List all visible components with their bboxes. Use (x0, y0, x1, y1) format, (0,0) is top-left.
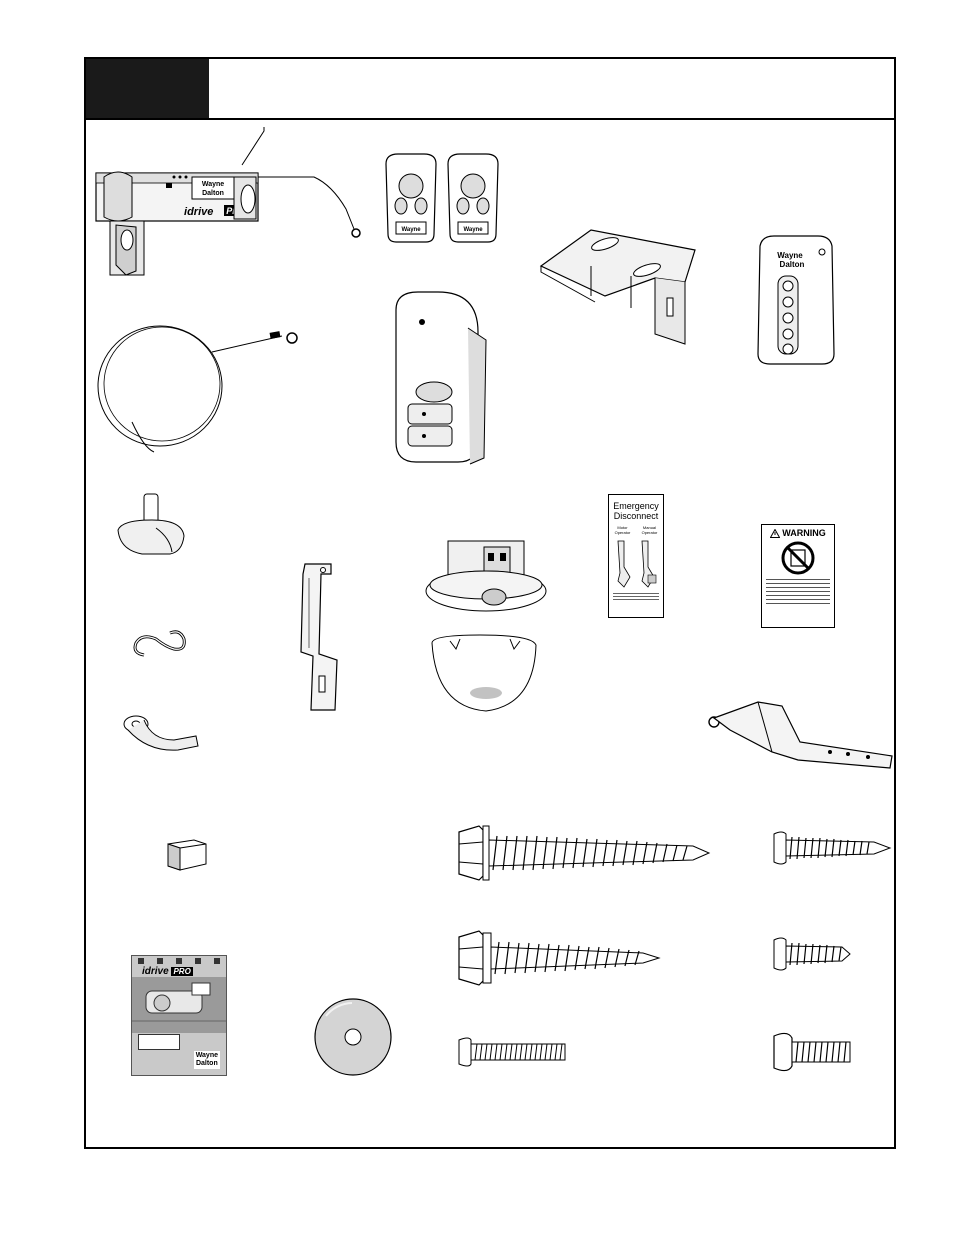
emergency-col2-line2: Operator (642, 530, 658, 535)
pan-machine-screw-illustration (770, 1030, 854, 1074)
manual-logo-line1: Wayne (196, 1052, 218, 1060)
operator-product-drive: drive (187, 206, 213, 218)
manual-cover-image (132, 977, 226, 1033)
warning-triangle-icon (770, 529, 780, 538)
cable-coil-illustration (92, 312, 312, 462)
operator-logo-line1: Wayne (202, 181, 224, 188)
header-black-block (86, 59, 209, 118)
svg-text:idrive: idrive (184, 206, 213, 218)
door-bracket-illustration (702, 690, 898, 780)
rail-bracket-illustration (285, 560, 355, 720)
manual-booklet: idrive PRO Wayne Dalton (131, 955, 227, 1076)
manual-product-drive: drive (145, 966, 169, 977)
wall-console-illustration (390, 288, 490, 466)
emergency-title-line2: Disconnect (609, 511, 663, 521)
foam-block-illustration (162, 832, 212, 876)
pan-screw-long-illustration (770, 826, 894, 870)
keypad-logo-line1: Wayne (777, 251, 803, 260)
emergency-title-line1: Emergency (609, 501, 663, 511)
header-bar (86, 59, 894, 120)
prohibition-icon (780, 540, 816, 576)
cable-clip-illustration (118, 706, 208, 766)
lag-screw-medium-illustration (453, 925, 673, 991)
operator-unit-illustration: Wayne Dalton idrive PRO (92, 125, 382, 285)
warning-title: WARNING (782, 528, 826, 538)
remote2-logo: Wayne (463, 227, 483, 233)
cd-disc-illustration (312, 996, 394, 1078)
manual-logo-line2: Dalton (196, 1060, 218, 1068)
header-bracket-illustration (535, 222, 705, 352)
lag-screw-large-illustration (453, 818, 713, 888)
emergency-diagram (610, 537, 662, 591)
t-knob-illustration (112, 490, 192, 570)
remote-transmitters-illustration: Wayne Wayne (380, 150, 510, 250)
machine-screw-illustration (455, 1032, 571, 1072)
operator-logo-line2: Dalton (202, 190, 224, 197)
s-hook-illustration (126, 625, 196, 665)
manual-product-pro: PRO (171, 967, 192, 976)
emergency-col1-line2: Operator (615, 530, 631, 535)
pan-screw-short-illustration (770, 934, 854, 974)
keypad-logo-line2: Dalton (780, 260, 805, 269)
keypad-illustration: Wayne Dalton (752, 232, 842, 372)
light-assembly-illustration (420, 535, 550, 715)
emergency-disconnect-label: Emergency Disconnect Motor Operator Manu… (608, 494, 664, 618)
warning-label: WARNING (761, 524, 835, 628)
remote1-logo: Wayne (401, 227, 421, 233)
